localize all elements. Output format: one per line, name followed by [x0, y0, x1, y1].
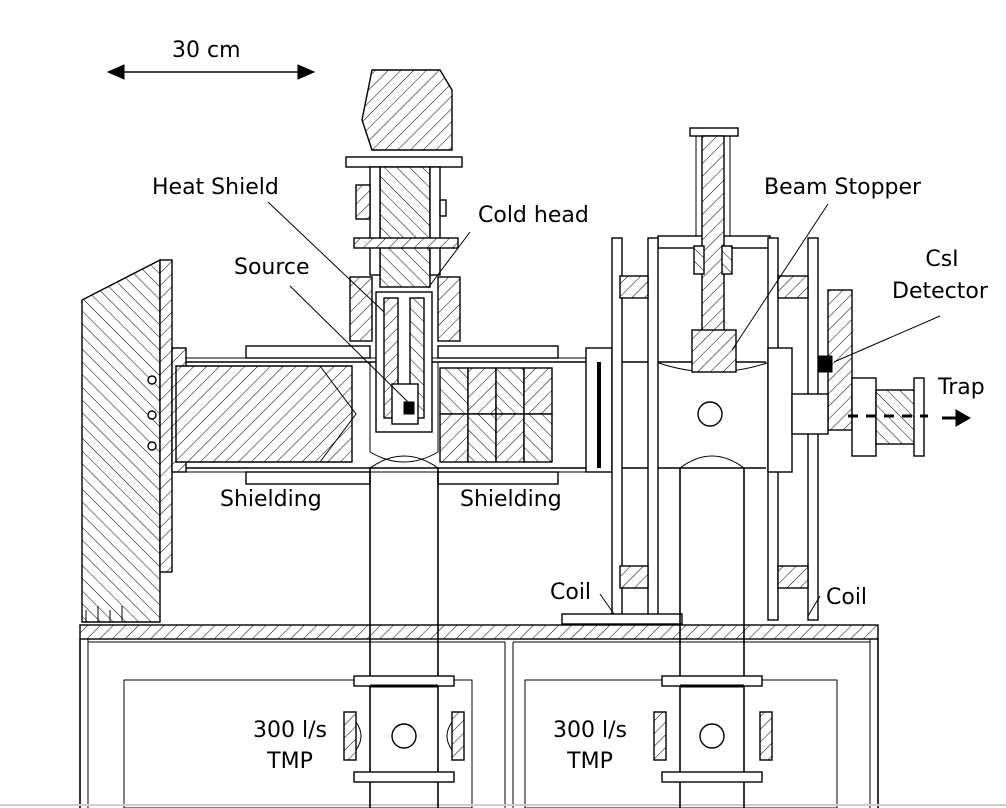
detector-trap-section	[791, 289, 928, 457]
detector-label: Detector	[892, 279, 988, 304]
shielding-right-label: Shielding	[460, 487, 562, 512]
csi-label: CsI	[925, 247, 959, 272]
left-support	[81, 258, 187, 623]
base-table	[0, 624, 1006, 808]
scale-label: 30 cm	[172, 38, 241, 63]
coil-left-label: Coil	[550, 580, 592, 605]
beam-stopper-chamber	[561, 127, 819, 808]
cold-head-label: Cold head	[478, 203, 589, 228]
callout-lines	[267, 201, 941, 617]
source-label: Source	[234, 255, 310, 280]
beam-stopper-label: Beam Stopper	[764, 175, 922, 200]
tmp-right-rate-label: 300 l/s	[553, 718, 627, 743]
tmp-left-rate-label: 300 l/s	[253, 718, 327, 743]
tmp-right-label: TMP	[567, 749, 613, 774]
scale-bar	[106, 64, 316, 80]
coil-right-label: Coil	[826, 585, 868, 610]
shielding-left-label: Shielding	[220, 487, 322, 512]
cold-head-tower	[343, 69, 465, 808]
heat-shield-label: Heat Shield	[152, 175, 279, 200]
trap-label: Trap	[938, 375, 985, 400]
trap-arrow	[942, 409, 972, 427]
source-chamber	[175, 345, 588, 485]
tmp-left-label: TMP	[267, 749, 313, 774]
